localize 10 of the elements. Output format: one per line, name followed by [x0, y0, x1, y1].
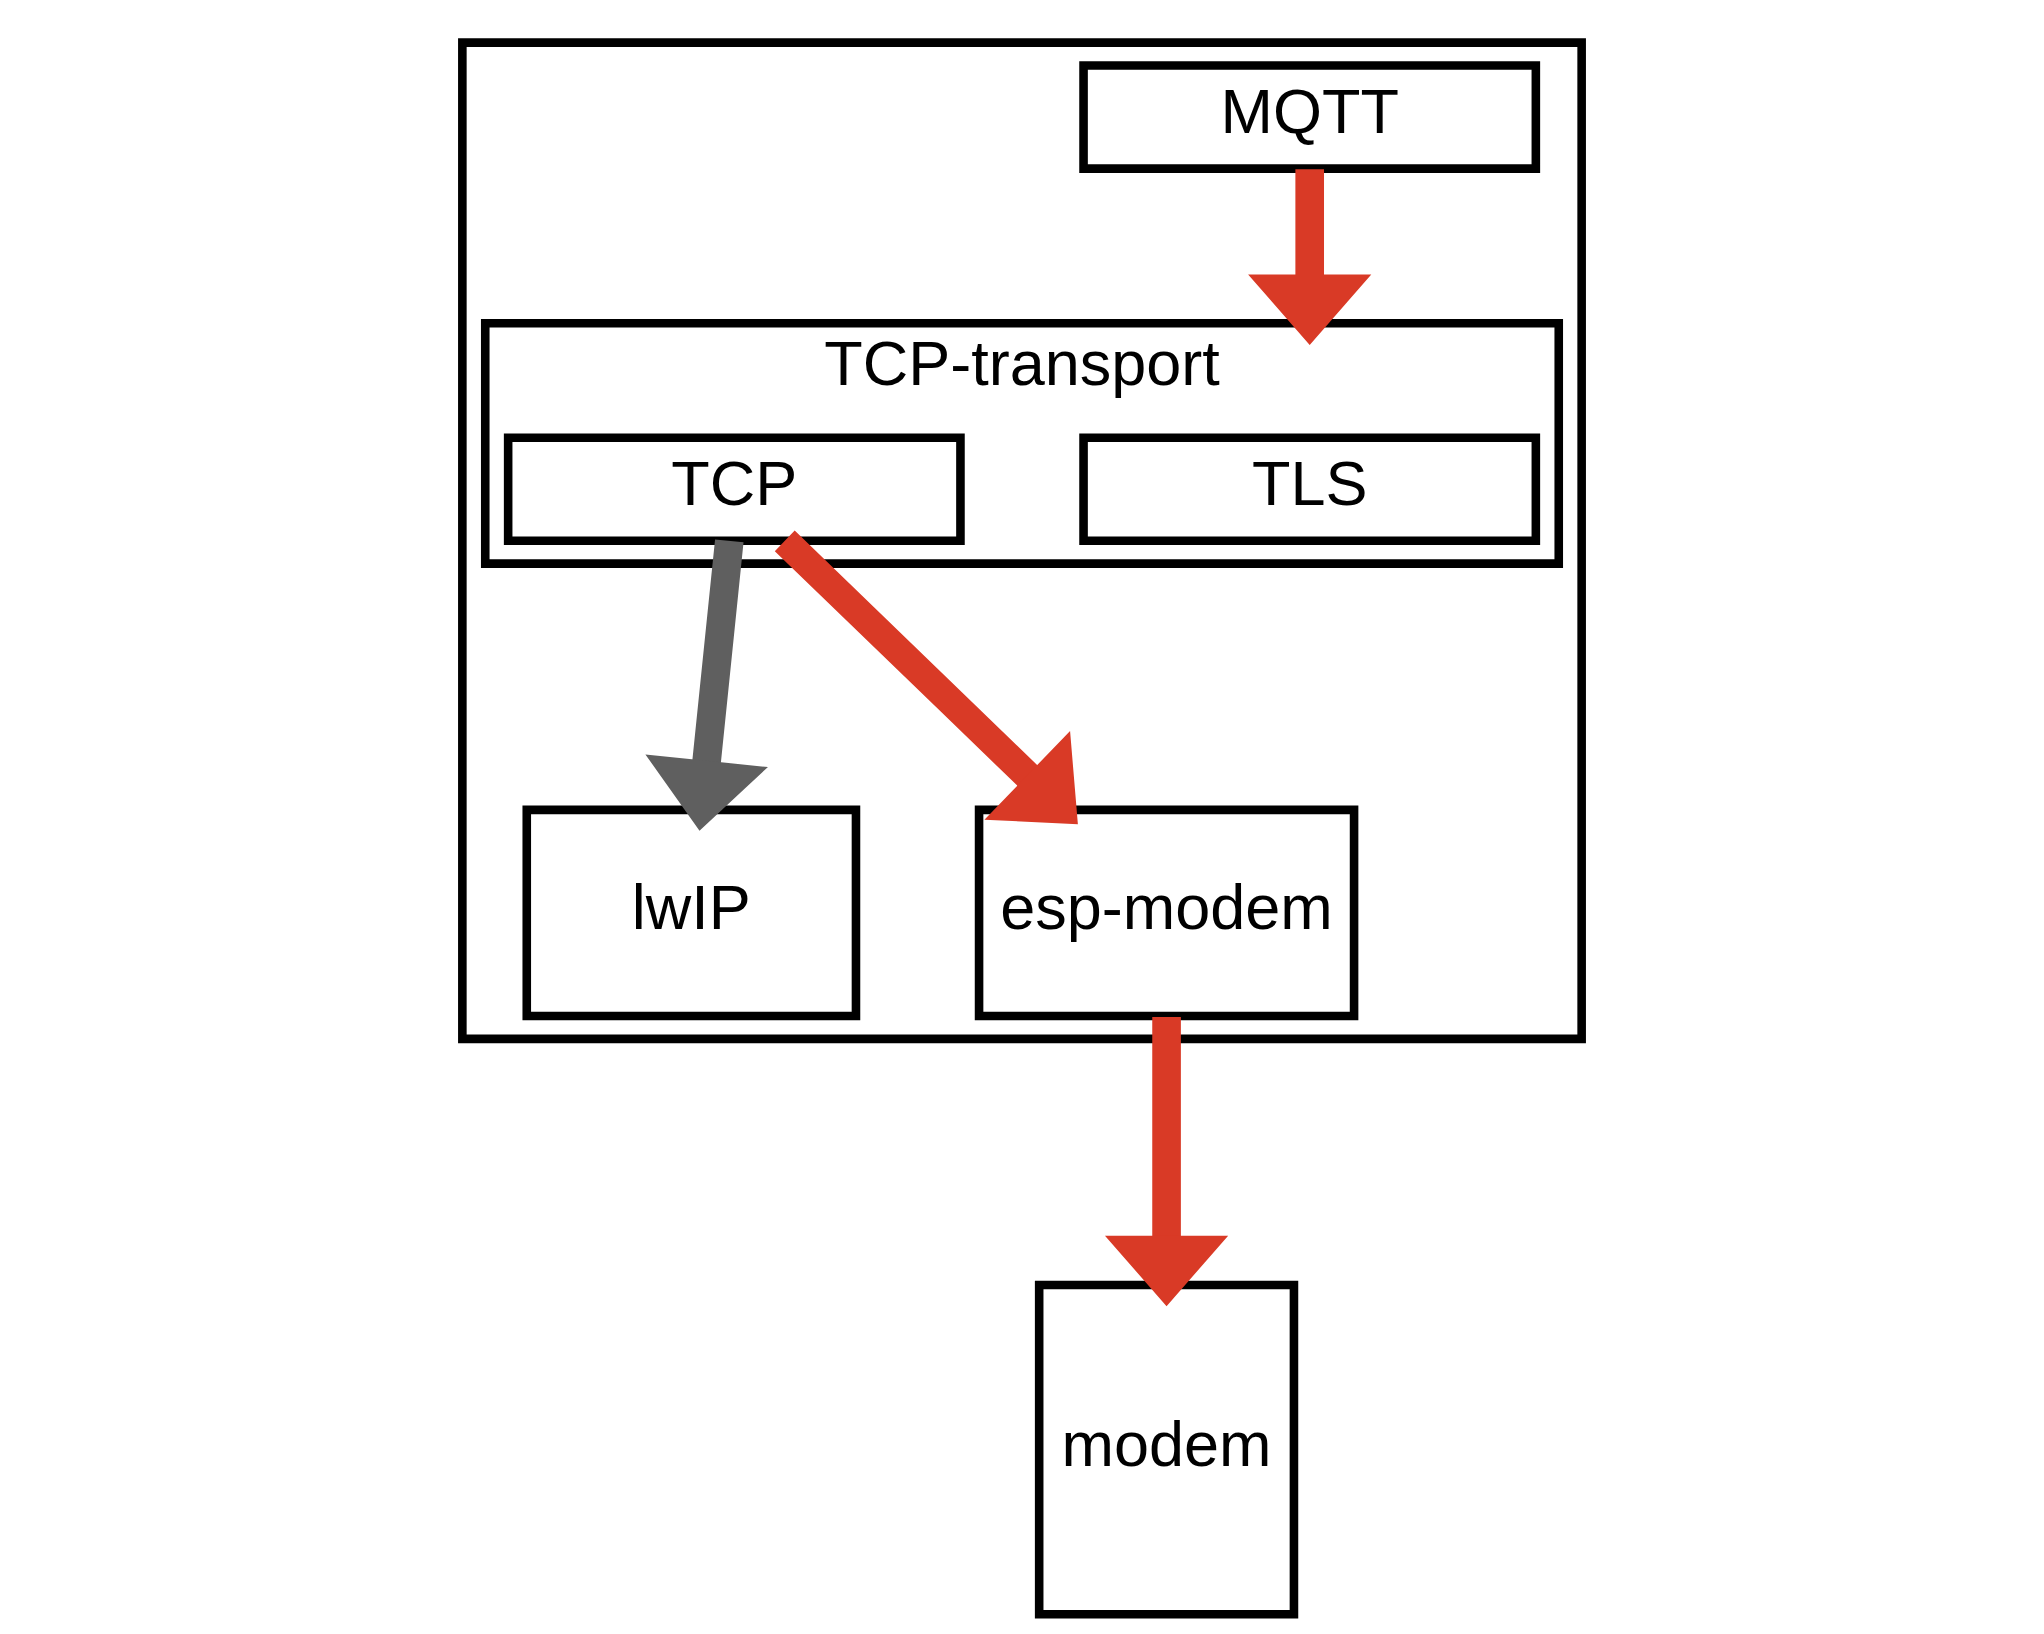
node-box: TCP — [503, 433, 965, 546]
cluster — [458, 38, 1586, 1044]
node-box: esp-modem — [974, 805, 1359, 1021]
arrow — [1104, 1016, 1229, 1307]
node-box: modem — [1034, 1280, 1299, 1619]
node-box: lwIP — [522, 805, 861, 1021]
arrow — [774, 530, 1078, 825]
node-box: MQTT — [1079, 61, 1541, 173]
arrow — [1248, 169, 1372, 345]
node-box: TLS — [1079, 433, 1541, 546]
